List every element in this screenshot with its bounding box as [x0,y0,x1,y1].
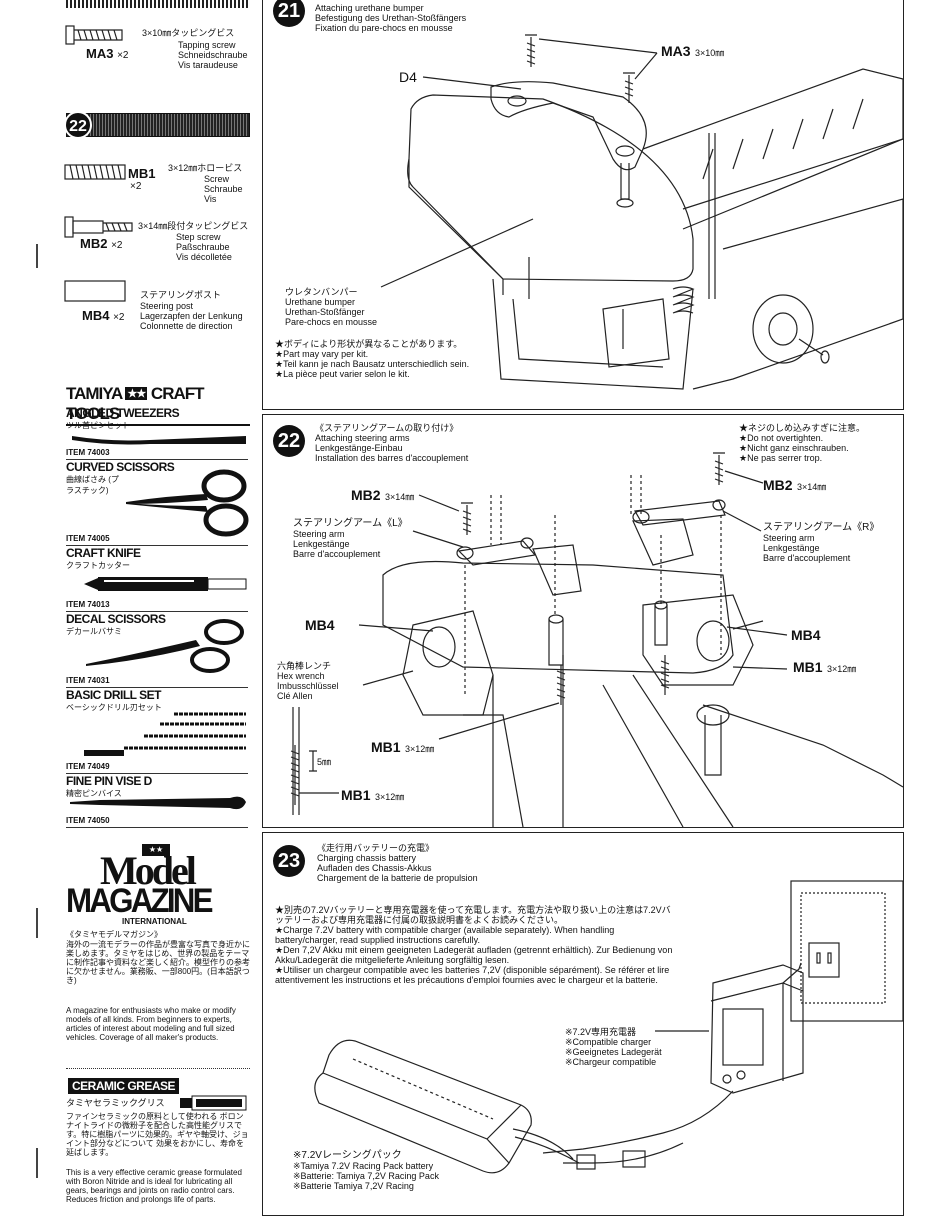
magazine-logo-model: Model [100,848,197,893]
step-22-mb2-left-label: MB2 3×14㎜ [351,487,415,503]
ma3-code: MA3 ×2 [86,46,129,61]
mb1-code: MB1 [128,166,156,181]
step-22-arm-right-label: ステアリングアーム《R》 Steering arm Lenkgestänge B… [763,522,880,564]
ma3-screw-icon [65,25,123,45]
step-22-mb4-left-label: MB4 [305,617,335,633]
step-22-mb4-right-label: MB4 [791,627,821,643]
mb2-size: 3×14㎜段付タッピングビス [138,221,249,231]
mb2-desc: Step screw Paßschraube Vis décolletée [176,232,232,262]
step-22-badge: 22 [273,425,305,457]
grease-tube-icon [180,1095,247,1111]
step-21-badge: 21 [273,0,305,27]
scan-mark [36,244,38,268]
pin-vise-icon [70,796,246,810]
step-21-title: Attaching urethane bumper Befestigung de… [315,3,467,33]
step-23-instructions: ★別売の7.2Vバッテリーと専用充電器を使って充電します。充電方法や取り扱い上の… [275,905,673,985]
grease-en-text: This is a very effective ceramic grease … [66,1168,242,1204]
step-23-badge: 23 [273,845,305,877]
step-22-mb2-right-label: MB2 3×14㎜ [763,477,827,493]
mb4-size: ステアリングポスト [140,290,222,300]
step-21-ma3-label: MA3 3×10㎜ [661,43,725,59]
step-22-5mm-dim: 5㎜ [317,757,332,767]
step-22-arm-left-label: ステアリングアーム《L》 Steering arm Lenkgestänge B… [293,518,408,560]
ma3-size: 3×10㎜タッピングビス [142,28,235,38]
step-21-note: ★ボディにより形状が異なることがあります。 ★Part may vary per… [275,339,470,379]
magazine-divider [66,1068,250,1069]
tool-fine-pin-vise: FINE PIN VISE D 精密ピンバイス ITEM 74050 [66,774,248,828]
mb1-qty: ×2 [130,181,142,192]
magazine-en-text: A magazine for enthusiasts who make or m… [66,1006,236,1042]
step-21-bumper-label: ウレタンバンパー Urethane bumper Urethan-Stoßfän… [285,287,378,327]
craft-tools-title: TAMIYA ★★ CRAFT TOOLS [66,384,250,426]
mb4-desc: Steering post Lagerzapfen der Lenkung Co… [140,301,243,331]
knife-icon [84,577,247,591]
step-23-pack-label: ※7.2Vレーシングパック ※Tamiya 7.2V Racing Pack b… [293,1150,439,1192]
tweezers-icon [72,436,246,445]
tool-basic-drill-set: BASIC DRILL SET ベーシックドリル刃セット ITEM 74049 [66,688,248,774]
tamiya-star-icon: ★★ [125,387,148,400]
step-21-d4-label: D4 [399,69,417,85]
magazine-tamiya-logo: ★★ [142,844,170,856]
tool-curved-scissors: CURVED SCISSORS 曲線ばさみ (プラスチック) ITEM 7400… [66,460,249,546]
grease-jp-text: ファインセラミックの原料として使われる ボロンナイトライドの微粉子を配合した高性… [66,1112,249,1157]
drill-bits-icon [84,712,246,756]
tool-angled-tweezers: ANGLED TWEEZERS ツル首ピンセット ITEM 74003 [66,406,248,460]
mb1-desc: Screw Schraube Vis [204,174,243,204]
step-21-illustration [380,34,904,390]
step-23-panel: 23 《走行用バッテリーの充電》 Charging chassis batter… [262,832,904,1216]
step-22-hex-wrench-label: 六角棒レンチ Hex wrench Imbusschlüssel Clé All… [277,661,339,701]
grease-logo: CERAMIC GREASE [68,1078,180,1094]
magazine-jp-title: 《タミヤモデルマガジン》 [66,930,162,939]
step-22-title: 《ステアリングアームの取り付け》 Attaching steering arms… [315,423,469,463]
mb4-code: MB4 ×2 [82,308,125,323]
bag-number-badge: 22 [64,111,92,139]
step-22-illustration [290,452,904,828]
mb2-code: MB2 ×2 [80,236,123,251]
mb1-size: 3×12㎜ホロービス [168,163,243,173]
step-22-mb1-right-label: MB1 3×12㎜ [793,659,857,675]
scissors-icon [126,469,249,537]
magazine-jp-text: 海外の一流モデラーの作品が豊富な写真で身近かに楽しめます。タミヤをはじめ、世界の… [66,940,250,985]
magazine-logo-magazine: MAGAZINE [66,882,214,920]
step-22-mb1-mid-label: MB1 3×12㎜ [371,739,435,755]
step-22-mb1-bottom-label: MB1 3×12㎜ [341,787,405,803]
step-23-charger-label: ※7.2V専用充電器 ※Compatible charger ※Geeignet… [565,1027,662,1067]
ma3-desc: Tapping screw Schneidschraube Vis taraud… [178,40,248,70]
bag-header [66,113,250,137]
step-22-panel: 22 《ステアリングアームの取り付け》 Attaching steering a… [262,414,904,828]
mb4-post-icon [64,280,126,302]
step-23-title: 《走行用バッテリーの充電》 Charging chassis battery A… [317,843,478,883]
tool-craft-knife: CRAFT KNIFE クラフトカッター ITEM 74013 [66,546,248,612]
scan-mark [36,908,38,938]
step-21-panel: 21 Attaching urethane bumper Befestigung… [262,0,904,410]
mb1-screw-icon [64,164,126,180]
step-22-warning: ★ネジのしめ込みすぎに注意。 ★Do not overtighten. ★Nic… [739,423,866,463]
tool-decal-scissors: DECAL SCISSORS デカールバサミ ITEM 74031 [66,612,248,688]
magazine-logo-international: INTERNATIONAL [122,917,187,926]
decal-scissors-icon [86,619,244,673]
top-rule [66,0,250,8]
mb2-screw-icon [64,216,133,238]
grease-jp-title: タミヤセラミックグリス [66,1098,165,1108]
scan-mark [36,1148,38,1178]
step-23-illustration [314,880,904,1174]
